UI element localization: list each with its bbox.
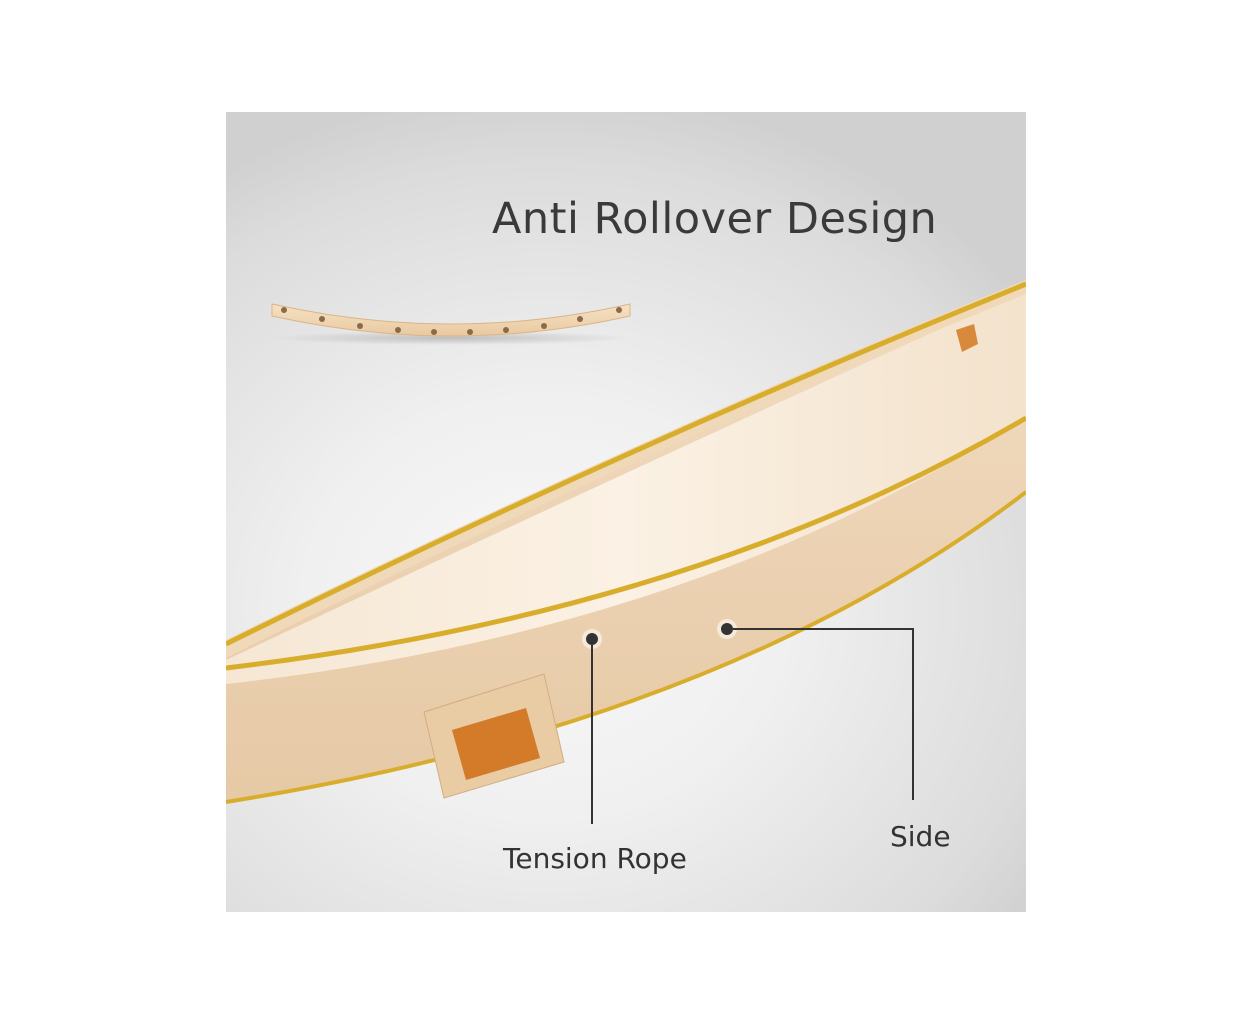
tension-rope-rod (226, 415, 1026, 671)
side-label: Side (890, 820, 951, 853)
hammock-illustration (226, 280, 1026, 824)
brand-logo-icon (452, 708, 540, 780)
callout-tension-rope (582, 629, 602, 824)
tension-rope-label: Tension Rope (503, 842, 687, 875)
hammock-body (226, 280, 1026, 804)
wooden-spreader-bar (271, 303, 631, 345)
upper-rod (226, 281, 1026, 647)
storage-pouch (423, 673, 565, 799)
product-photo-panel: Anti Rollover Design Tension Rope Side (226, 112, 1026, 912)
callout-side (717, 619, 914, 800)
headline: Anti Rollover Design (492, 194, 938, 244)
